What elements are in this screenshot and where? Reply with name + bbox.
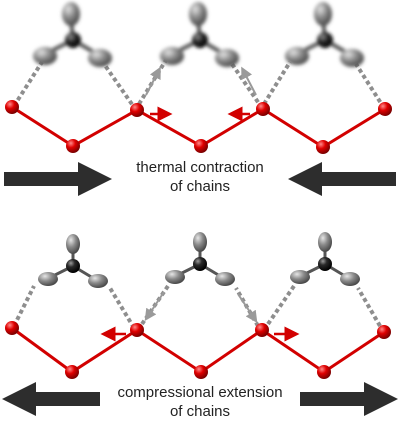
chain-bottom: [11, 326, 385, 374]
panel-compressional-extension: [2, 232, 398, 416]
caption-thermal-contraction: thermal contraction of chains: [0, 158, 400, 196]
big-arrow-right: [300, 382, 398, 416]
caption-line: thermal contraction: [136, 159, 264, 176]
chain-atoms-bottom: [5, 321, 391, 379]
oxygen-atom: [255, 323, 269, 337]
oxygen-atom: [256, 102, 270, 116]
caption-line: of chains: [169, 178, 231, 195]
big-arrow-left: [2, 382, 100, 416]
grey-arrow: [241, 66, 257, 96]
grey-arrow: [237, 293, 258, 323]
methyl-group: [285, 2, 364, 67]
caption-line: compressional extension: [117, 384, 283, 401]
oxygen-atom: [5, 100, 19, 114]
oxygen-atom: [194, 365, 208, 379]
methyl-group: [38, 234, 108, 288]
grey-arrow: [145, 66, 161, 96]
panel-thermal-contraction: [4, 2, 396, 196]
oxygen-atom: [130, 323, 144, 337]
methyl-group: [33, 2, 112, 67]
oxygen-atom: [130, 103, 144, 117]
chain-atoms-top: [5, 100, 392, 154]
oxygen-atom: [65, 365, 79, 379]
oxygen-atom: [317, 365, 331, 379]
grey-arrow: [144, 291, 165, 321]
methyl-group: [165, 232, 235, 286]
hydrogen-bonds-top: [12, 58, 386, 112]
caption-line: of chains: [169, 403, 231, 420]
hydrogen-bonds-bottom: [12, 284, 382, 330]
caption-compressional-extension: compressional extension of chains: [0, 383, 400, 421]
oxygen-atom: [377, 325, 391, 339]
methyl-group: [160, 2, 239, 67]
oxygen-atom: [5, 321, 19, 335]
oxygen-atom: [378, 102, 392, 116]
big-arrow-right: [4, 162, 112, 196]
oxygen-atom: [194, 139, 208, 153]
oxygen-atom: [66, 139, 80, 153]
oxygen-atom: [316, 140, 330, 154]
big-arrow-left: [288, 162, 396, 196]
methyl-group: [290, 232, 360, 286]
